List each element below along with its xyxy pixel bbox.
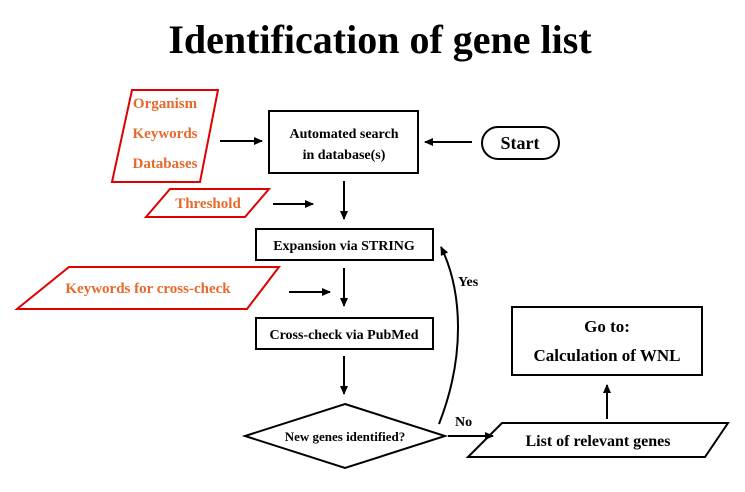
crosscheck-label: Cross-check via PubMed <box>269 328 418 343</box>
no-label: No <box>455 415 472 430</box>
threshold-shape <box>143 188 272 218</box>
expansion-node: Expansion via STRING <box>255 228 434 261</box>
expansion-box <box>255 228 434 261</box>
relevant-genes-node: List of relevant genes <box>465 422 730 458</box>
automated-search-line2: in database(s) <box>303 148 386 163</box>
decision-node: New genes identified? <box>241 402 449 470</box>
search-params-shape <box>110 89 220 183</box>
search-params-input: Organism Keywords Databases <box>110 89 220 183</box>
threshold-label: Threshold <box>175 196 241 212</box>
param-keywords: Keywords <box>133 126 198 142</box>
yes-label: Yes <box>458 275 479 290</box>
start-shape <box>481 126 560 160</box>
crosscheck-keywords-shape <box>14 266 282 310</box>
decision-diamond <box>241 402 449 470</box>
start-node: Start <box>481 126 560 160</box>
param-organism: Organism <box>133 96 198 112</box>
goto-node: Go to: Calculation of WNL <box>511 306 703 376</box>
crosscheck-node: Cross-check via PubMed <box>255 317 434 350</box>
goto-line1: Go to: <box>584 317 630 336</box>
relevant-genes-shape <box>465 422 730 458</box>
decision-label: New genes identified? <box>285 429 406 444</box>
relevant-genes-label: List of relevant genes <box>525 433 670 450</box>
crosscheck-keywords-input: Keywords for cross-check <box>14 266 282 310</box>
start-label: Start <box>501 133 540 153</box>
goto-box <box>511 306 703 376</box>
param-databases: Databases <box>132 156 197 172</box>
automated-search-box <box>268 110 419 174</box>
automated-search-node: Automated search in database(s) <box>268 110 419 174</box>
threshold-input: Threshold <box>143 188 272 218</box>
page-title: Identification of gene list <box>168 17 592 62</box>
crosscheck-keywords-label: Keywords for cross-check <box>65 281 231 297</box>
expansion-label: Expansion via STRING <box>273 239 415 254</box>
arrow-yes-loop <box>438 246 459 425</box>
crosscheck-box <box>255 317 434 350</box>
goto-line2: Calculation of WNL <box>533 346 680 365</box>
automated-search-line1: Automated search <box>289 127 398 142</box>
